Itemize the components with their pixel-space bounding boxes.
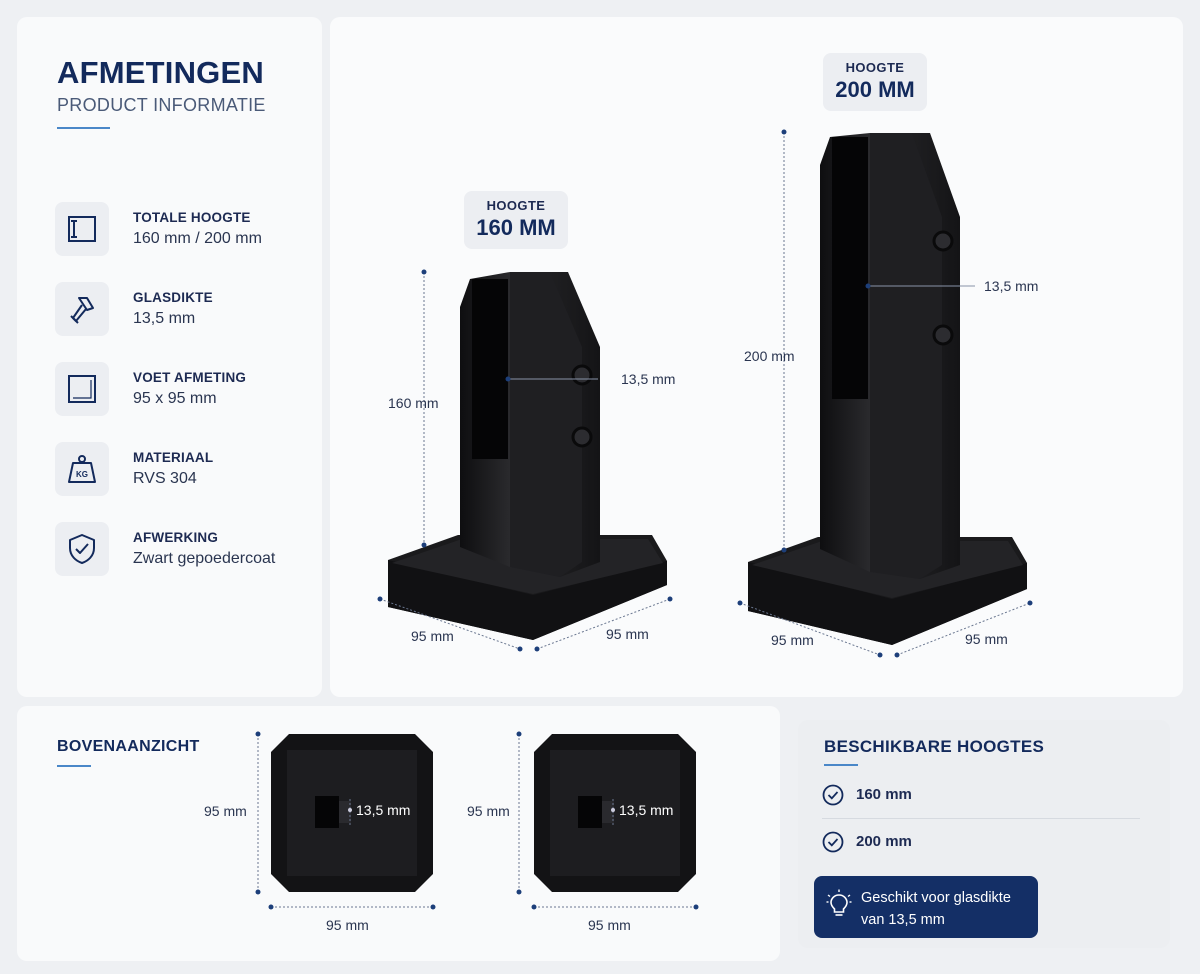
note-text: Geschikt voor glasdikte van 13,5 mm [861,887,1033,931]
top-view-1-slot-label: 13,5 mm [356,802,411,818]
glass-tool-icon [55,282,109,336]
available-heights-underline [824,764,858,766]
height-option-label: 200 mm [856,833,912,850]
height-option-200: 200 mm [822,828,1142,858]
badge-label: HOOGTE [845,60,905,75]
width-left-label-160: 95 mm [411,628,454,644]
spec-label: TOTALE HOOGTE [133,210,251,225]
lightbulb-icon [826,889,852,916]
spec-value: RVS 304 [133,470,197,487]
divider [822,818,1140,819]
available-heights-title: BESCHIKBARE HOOGTES [824,737,1045,756]
spec-material: KG MATERIAAL RVS 304 [55,442,315,498]
top-view-title: BOVENAANZICHT [57,738,200,755]
spec-label: AFWERKING [133,530,219,545]
spec-value: Zwart gepoedercoat [133,550,276,567]
specs-panel: AFMETINGEN PRODUCT INFORMATIE TOTALE HOO… [17,17,322,697]
svg-text:KG: KG [76,470,88,479]
note-line-2: van 13,5 mm [861,912,945,928]
badge-value: 200 MM [835,77,915,102]
top-view-2 [516,731,699,910]
glass-thickness-note: Geschikt voor glasdikte van 13,5 mm [814,876,1038,938]
note-line-1: Geschikt voor glasdikte [861,890,1011,906]
spec-value: 13,5 mm [133,310,196,327]
top-view-1 [255,731,436,910]
available-heights-panel: BESCHIKBARE HOOGTES 160 mm 200 mm Geschi… [798,720,1170,948]
height-option-label: 160 mm [856,786,912,803]
height-badge-200: HOOGTE 200 MM [823,53,927,111]
glass-label-160: 13,5 mm [621,371,676,387]
width-right-label-160: 95 mm [606,626,649,642]
height-label-200: 200 mm [744,348,795,364]
spec-label: GLASDIKTE [133,290,213,305]
width-left-label-200: 95 mm [771,632,814,648]
glass-label-200: 13,5 mm [984,278,1039,294]
page-subtitle: PRODUCT INFORMATIE [57,95,266,115]
height-badge-160: HOOGTE 160 MM [464,191,568,249]
spec-total-height: TOTALE HOOGTE 160 mm / 200 mm [55,202,315,258]
product-illustration-panel: HOOGTE 160 MM HOOGTE 200 MM [330,17,1183,697]
product-160 [377,269,673,652]
badge-value: 160 MM [476,215,556,240]
title-underline [57,127,110,129]
shield-check-icon [55,522,109,576]
check-circle-icon [822,831,844,853]
height-option-160: 160 mm [822,781,1142,811]
width-right-label-200: 95 mm [965,631,1008,647]
weight-kg-icon: KG [55,442,109,496]
page-title: AFMETINGEN [57,55,264,90]
spec-glass-thickness: GLASDIKTE 13,5 mm [55,282,315,338]
spec-base-size: VOET AFMETING 95 x 95 mm [55,362,315,418]
spec-label: MATERIAAL [133,450,214,465]
spec-value: 160 mm / 200 mm [133,230,262,247]
spec-finish: AFWERKING Zwart gepoedercoat [55,522,315,578]
badge-label: HOOGTE [486,198,546,213]
top-view-underline [57,765,91,767]
spec-value: 95 x 95 mm [133,390,217,407]
top-view-1-bottom-label: 95 mm [326,917,369,933]
height-icon [55,202,109,256]
product-200 [737,129,1033,658]
top-view-2-side-label: 95 mm [467,803,510,819]
top-view-2-slot-label: 13,5 mm [619,802,674,818]
top-view-panel: BOVENAANZICHT [17,706,780,961]
spec-label: VOET AFMETING [133,370,247,385]
square-base-icon [55,362,109,416]
product-drawings [377,129,1033,658]
top-view-1-side-label: 95 mm [204,803,247,819]
top-view-drawings [255,731,699,910]
height-label-160: 160 mm [388,395,439,411]
top-view-2-bottom-label: 95 mm [588,917,631,933]
check-circle-icon [822,784,844,806]
